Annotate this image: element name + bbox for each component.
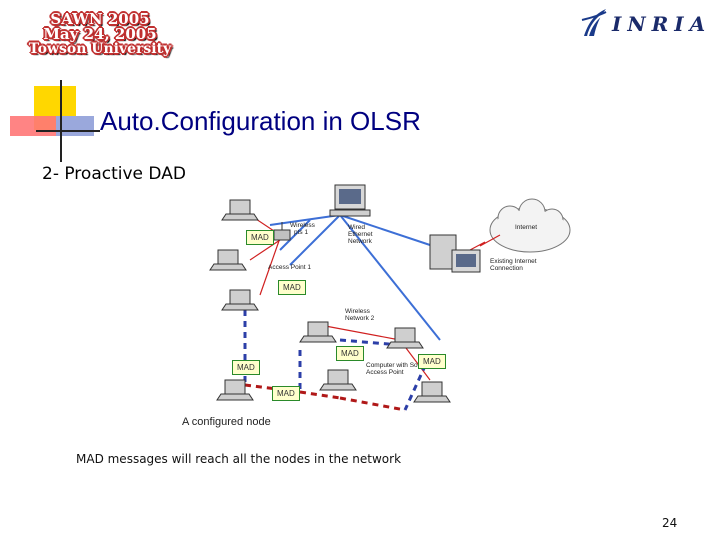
deco-red-square	[10, 116, 56, 136]
label-pts: pts 1	[294, 229, 309, 236]
mad-message-box: MAD	[272, 386, 300, 401]
access-point-icon	[273, 222, 291, 241]
mad-message-box: MAD	[336, 346, 364, 361]
label-internet: Internet	[515, 224, 538, 231]
page-subtitle: 2- Proactive DAD	[42, 164, 186, 184]
inria-emblem-icon	[580, 8, 608, 38]
wireless-links	[249, 214, 501, 381]
internet-cloud	[489, 198, 571, 253]
mad-message-box: MAD	[278, 280, 306, 295]
dashed-blue-paths	[243, 310, 432, 411]
title-decoration	[0, 80, 100, 162]
label-computer-software-ap: Computer with Software Access Point	[366, 362, 436, 376]
inria-logo: INRIA	[578, 6, 708, 42]
event-logo-line2: May 24, 2005	[43, 25, 157, 43]
label-wireless-network-2: Wireless Network 2	[345, 308, 375, 322]
label-wireless-ap: Wireless	[290, 222, 315, 229]
server-computer-icon	[429, 234, 481, 273]
deco-horizontal-line	[36, 130, 100, 132]
deco-vertical-line	[60, 80, 62, 162]
mad-message-box: MAD	[246, 230, 274, 245]
event-logo-line3: Towson University	[28, 41, 172, 57]
event-logo: SAWN 2005 May 24, 2005 Towson University	[20, 12, 180, 57]
configured-node-label: A configured node	[182, 416, 271, 428]
page-title: Auto.Configuration in OLSR	[100, 106, 421, 136]
inria-logo-text: INRIA	[612, 12, 712, 36]
page-number: 24	[662, 516, 678, 530]
label-access-point-1: Access Point 1	[268, 264, 311, 271]
mad-message-box: MAD	[418, 354, 446, 369]
caption-text: MAD messages will reach all the nodes in…	[76, 452, 402, 466]
label-wired-network: Wired Ethernet Network	[348, 224, 373, 245]
desktop-computer-icon	[329, 184, 371, 217]
label-existing-internet: Existing Internet Connection	[490, 258, 537, 272]
event-logo-line1: SAWN 2005	[50, 10, 150, 28]
laptop-icon	[209, 199, 451, 403]
mad-message-box: MAD	[232, 360, 260, 375]
network-diagram: Wireless pts 1 Wired Ethernet Network In…	[182, 180, 580, 430]
network-diagram-svg	[209, 184, 571, 412]
